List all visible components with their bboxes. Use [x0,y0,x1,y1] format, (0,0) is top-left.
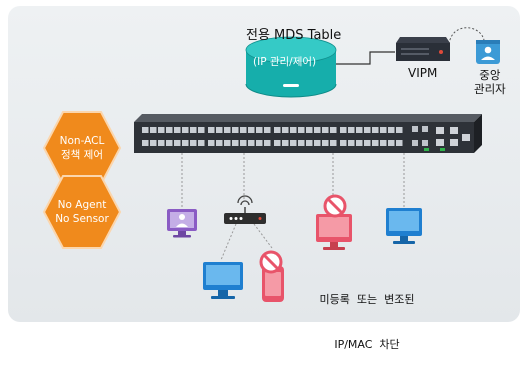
non-acl-line1: Non-ACL [59,135,105,147]
db-label: (IP 관리/제어) [253,56,317,68]
router-phone-link [253,223,273,249]
switch-port [240,140,247,146]
switch-port [224,140,231,146]
switch-port [306,140,313,146]
admin-user-icon [476,40,500,64]
switch-port [388,127,395,133]
admin-label-line1: 중앙 [479,68,501,82]
switch-port [290,140,297,146]
switch-port [142,140,149,146]
switch-port [166,140,173,146]
switch-port [224,127,231,133]
switch-port [322,127,329,133]
switch-port [356,127,363,133]
switch-port [198,140,205,146]
switch-port [330,127,337,133]
switch-port [174,127,181,133]
router-laptop-link [220,223,237,261]
non-acl-label: Non-ACL 정책 제어 [44,134,120,162]
switch-port [330,140,337,146]
switch-port [190,140,197,146]
switch-port [232,127,239,133]
switch-port [298,140,305,146]
blocked-caption: 미등록 또는 변조된 IP/MAC 차단 [302,262,432,367]
db-title: 전용 MDS Table [246,28,342,43]
switch-port [340,140,347,146]
blocked-caption-line2: IP/MAC 차단 [334,338,400,351]
switch-port [396,127,403,133]
switch-port [356,140,363,146]
switch-port [314,127,321,133]
vipm-admin-link [448,27,485,45]
switch-port [182,127,189,133]
switch-port [340,127,347,133]
switch-port [150,127,157,133]
switch-port [174,140,181,146]
switch-port [388,140,395,146]
switch-port [208,140,215,146]
blocked-caption-line1: 미등록 또는 변조된 [319,293,415,306]
switch-port [396,140,403,146]
switch-port [380,127,387,133]
blocked-phone-icon [259,250,284,302]
switch-port [150,140,157,146]
switch-port [232,140,239,146]
switch-port [158,127,165,133]
switch-port [372,127,379,133]
switch-port [182,140,189,146]
admin-label: 중앙 관리자 [474,68,506,96]
switch-port [274,127,281,133]
switch-port [348,140,355,146]
switch-port [264,140,271,146]
switch-port [198,127,205,133]
non-acl-line2: 정책 제어 [61,149,103,161]
switch-port [372,140,379,146]
wifi-router-icon [224,195,266,224]
switch-port [208,127,215,133]
switch-port [380,140,387,146]
switch-port [248,127,255,133]
switch-port [256,127,263,133]
purple-pc-icon [167,209,197,238]
connection-lines [181,27,485,261]
no-agent-label: No Agent No Sensor [44,198,120,226]
switch-port [216,127,223,133]
network-switch-icon [134,114,482,153]
switch-port [264,127,271,133]
switch-port [348,127,355,133]
switch-port [166,127,173,133]
blocked-pc-icon [316,194,352,250]
switch-port [314,140,321,146]
switch-port [240,127,247,133]
switch-port [248,140,255,146]
mds-database-icon [245,36,337,98]
switch-port [298,127,305,133]
laptop-pc-icon [203,262,243,299]
switch-port [216,140,223,146]
switch-port [190,127,197,133]
blue-pc-icon [386,208,422,244]
switch-port [322,140,329,146]
network-diagram [42,27,500,302]
switch-port [256,140,263,146]
vipm-server-icon [396,37,450,61]
switch-port [142,127,149,133]
switch-port [282,127,289,133]
switch-port [274,140,281,146]
switch-port [158,140,165,146]
switch-port [364,127,371,133]
switch-port [306,127,313,133]
vipm-label: VIPM [408,66,438,80]
switch-port [364,140,371,146]
no-agent-hexagon [42,175,122,249]
switch-port [282,140,289,146]
admin-label-line2: 관리자 [474,82,506,96]
no-agent-line1: No Agent [57,199,107,211]
no-agent-line2: No Sensor [55,213,109,225]
switch-port [290,127,297,133]
db-vipm-link [336,51,395,65]
switch-ports [142,127,403,146]
